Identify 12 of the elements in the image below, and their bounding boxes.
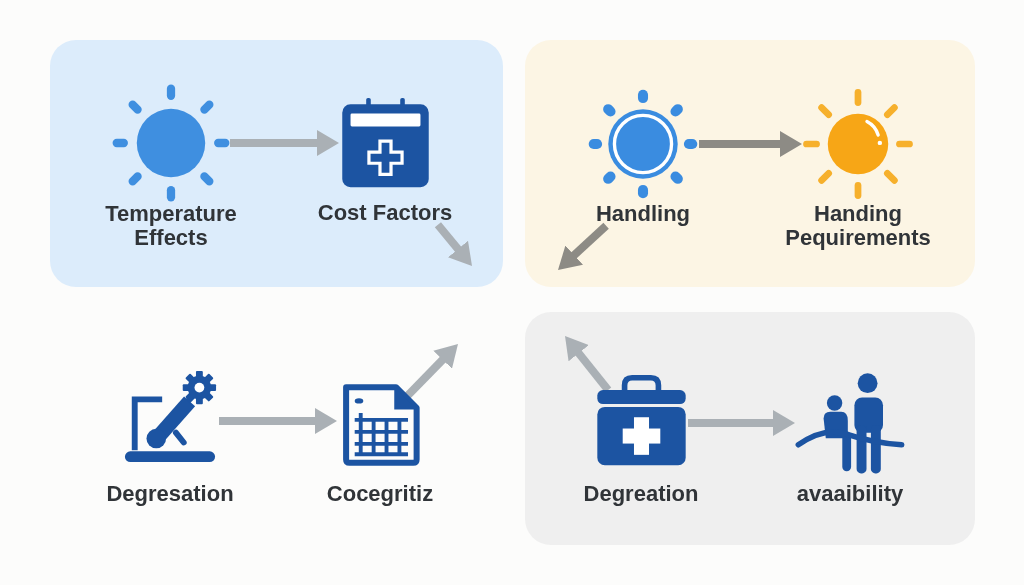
arrow (555, 222, 609, 273)
node-label: Temperature Effects (104, 202, 238, 250)
node-label: Cocegritiz (325, 482, 435, 506)
panel (525, 40, 975, 287)
node-label: Degresation (105, 482, 235, 506)
node-label: avaaibility (795, 482, 905, 506)
panel (50, 40, 503, 287)
node-label: Handing Pequirements (784, 202, 932, 250)
node-label: Handling (594, 202, 692, 226)
node-label: Degreation (582, 482, 700, 506)
node-label: Cost Factors (316, 201, 454, 225)
panel (525, 312, 975, 545)
